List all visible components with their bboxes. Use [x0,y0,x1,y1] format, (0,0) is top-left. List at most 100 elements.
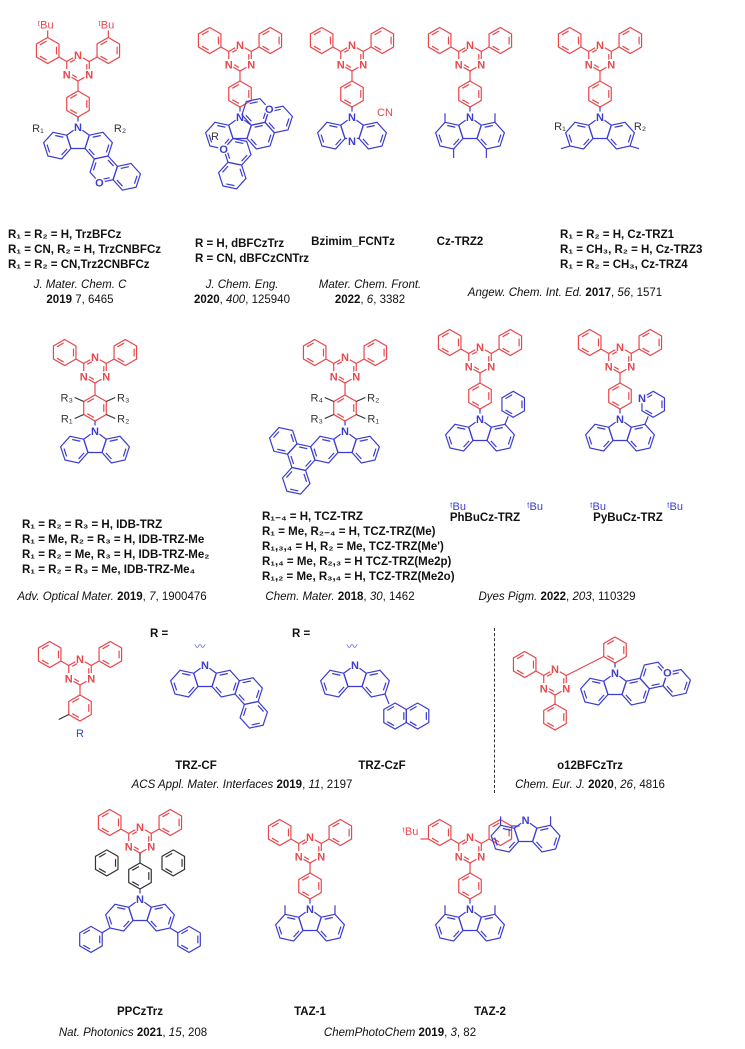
r2-label: R₂ [114,123,126,135]
bond [60,660,70,667]
atom-bg [304,903,316,915]
carbazole-nitrogen: N [351,660,359,672]
atom-bg [603,361,615,372]
double-bond [457,426,466,430]
r-substituent-label: R [76,728,84,740]
phenyl-ring [177,925,201,954]
double-bond [290,433,295,443]
double-bond [255,689,260,699]
citation-year: 2018 [337,591,364,603]
triazine-nitrogen: N [455,60,463,72]
triazine-nitrogen: N [466,40,474,52]
double-bond [484,124,493,128]
double-bond [117,357,125,363]
double-bond [666,685,673,693]
double-bond [117,342,125,348]
phenyl-ring [258,26,283,55]
double-bond [374,45,382,51]
atom-bg [346,135,358,147]
double-bond [262,45,270,51]
double-bond [109,438,118,442]
pyrrole-ring [332,430,358,454]
citation-year: 2020 [194,294,220,306]
tert-butyl-label: ᵗBu [667,501,683,513]
citation-volume: 30 [369,591,383,603]
pyrrole-ring [607,418,633,442]
citation-year: 2022 [334,294,361,306]
double-bond [546,706,555,712]
label-line: R = CN, dBFCzCNTrz [195,253,310,265]
bond [325,358,335,365]
phenyl-ring [577,328,602,357]
double-bond [131,881,140,887]
double-bond [82,944,91,950]
atom-bg [346,111,358,123]
double-bond [101,827,109,833]
citation-pages: , 6465 [81,294,114,306]
methyl-group [560,145,571,150]
ppcztrz-name: PPCzTrz [116,1006,164,1018]
double-bond [86,413,95,419]
citation-acs-ami: ACS Appl. Mater. Interfaces 2019, 11, 21… [131,779,353,791]
double-bond [181,944,189,950]
r-equals-label: R = [150,628,169,640]
double-bond [431,837,439,843]
double-bond [208,134,213,143]
phenylene-ring [468,382,492,410]
double-bond [71,697,80,703]
citation-volume: 7 [75,294,82,306]
bzimim-name: Bzimim_FCNTz [311,236,395,248]
atom-bg [357,59,369,70]
triazine-nitrogen: N [359,60,367,72]
double-bond [622,30,630,36]
phenyl-ring [638,328,663,357]
double-bond [287,916,296,920]
bond [362,46,372,53]
double-bond [366,124,375,128]
double-bond [597,426,606,430]
atom-bg [560,683,572,694]
substituent-bond [356,413,366,420]
double-bond [201,45,209,51]
phenyl-ring [328,818,353,847]
carbazole-benzene-ring [358,121,388,150]
substituent-label: R₄ [311,393,324,405]
double-bond [471,401,480,407]
triazine-nitrogen: N [85,70,93,82]
double-bond [453,138,460,146]
trzczf-name: TRZ-CzF [358,760,406,772]
bond [480,46,490,53]
double-bond [540,827,549,831]
double-bond [102,659,110,665]
citation-journal: Adv. Optical Mater. [17,591,114,603]
double-bond [492,45,500,51]
carbazole-benzene-ring [104,903,134,932]
carbazole-nitrogen: N [476,414,484,426]
triazine-nitrogen: N [136,822,144,834]
double-bond [387,721,395,727]
double-bond [634,426,643,430]
atom-bg [83,69,95,80]
citation-mcf: Mater. Chem. Front. 2022, 6, 3382 [318,279,422,306]
pyrrole-ring [513,819,538,843]
phenylene-ring [68,694,92,722]
double-bond [100,40,108,46]
carbazole-nitrogen: N [522,815,530,827]
pyrrole-ring [457,116,483,140]
citation-volume: 56 [617,287,631,299]
fluorene-ring [383,702,407,730]
double-bond [201,30,209,36]
double-bond [92,162,97,171]
oxygen-label: O [265,104,274,116]
phenylene-ring [458,80,482,108]
pyrrole-ring [342,664,368,688]
atom-bg [328,371,340,382]
phenylene-ring [458,872,482,900]
double-bond [642,347,650,353]
atom-bg [636,392,648,404]
citation-journal: Mater. Chem. Front. [318,279,422,291]
double-bond [622,45,630,51]
methyl-group [169,927,179,934]
double-bond [55,134,64,138]
double-bond [382,682,387,691]
